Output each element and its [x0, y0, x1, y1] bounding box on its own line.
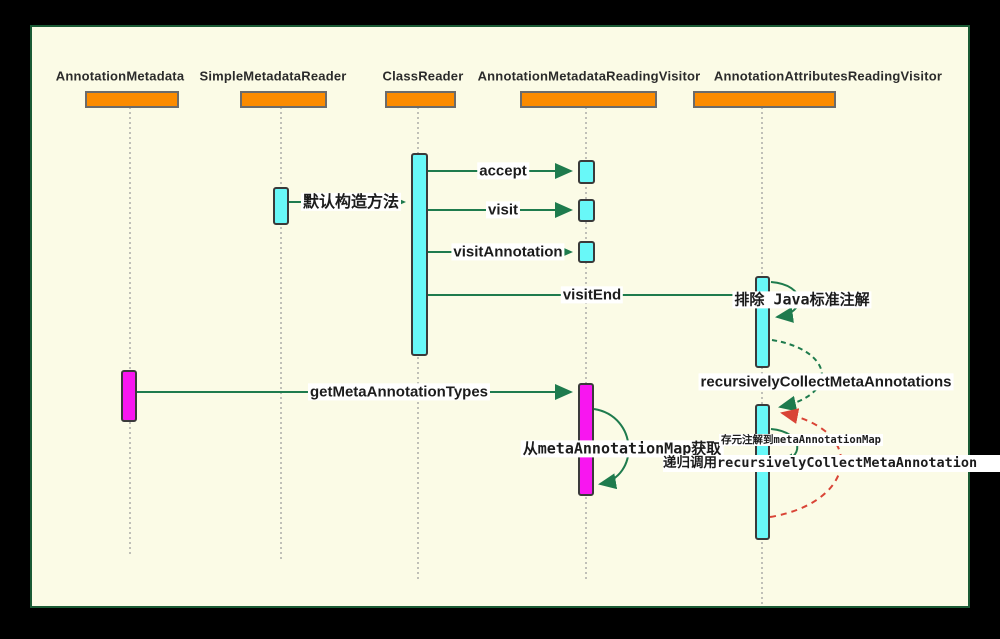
message-label-visit-end: visitEnd	[560, 286, 624, 304]
diagram-background	[30, 25, 970, 608]
message-label-accept: accept	[477, 162, 529, 180]
message-label-visit-annotation: visitAnnotation	[451, 243, 565, 261]
participant-header-annotation-metadata-reading-visitor: AnnotationMetadataReadingVisitor	[477, 68, 701, 84]
activation-class-reader	[411, 153, 428, 356]
participant-header-annotation-metadata: AnnotationMetadata	[55, 68, 185, 84]
message-label-store-to-map: 存元注解到metaAnnotationMap	[719, 433, 883, 447]
activation-amrv-accept	[578, 160, 595, 184]
participant-bar-class-reader	[385, 91, 456, 108]
participant-bar-annotation-metadata	[85, 91, 179, 108]
message-label-default-constructor: 默认构造方法	[300, 191, 402, 212]
activation-simple-metadata-reader	[273, 187, 289, 225]
participant-bar-annotation-attributes-reading-visitor	[693, 91, 836, 108]
participant-header-annotation-attributes-reading-visitor: AnnotationAttributesReadingVisitor	[713, 68, 943, 84]
participant-bar-simple-metadata-reader	[240, 91, 327, 108]
participant-header-simple-metadata-reader: SimpleMetadataReader	[199, 68, 347, 84]
participant-bar-annotation-metadata-reading-visitor	[520, 91, 657, 108]
message-label-recursively-collect: recursivelyCollectMetaAnnotations	[698, 373, 954, 391]
participant-header-class-reader: ClassReader	[382, 68, 464, 84]
message-label-visit: visit	[485, 201, 521, 219]
activation-aarv-recursive	[755, 404, 770, 540]
activation-amrv-visit	[578, 199, 595, 222]
message-label-get-meta-annotation-types: getMetaAnnotationTypes	[307, 383, 491, 401]
message-label-recursive-call: 递归调用recursivelyCollectMetaAnnotation	[663, 455, 1000, 472]
activation-amrv-visit-annotation	[578, 241, 595, 263]
message-label-exclude-java-std: 排除 Java标准注解	[732, 290, 872, 309]
activation-annotation-metadata	[121, 370, 137, 422]
